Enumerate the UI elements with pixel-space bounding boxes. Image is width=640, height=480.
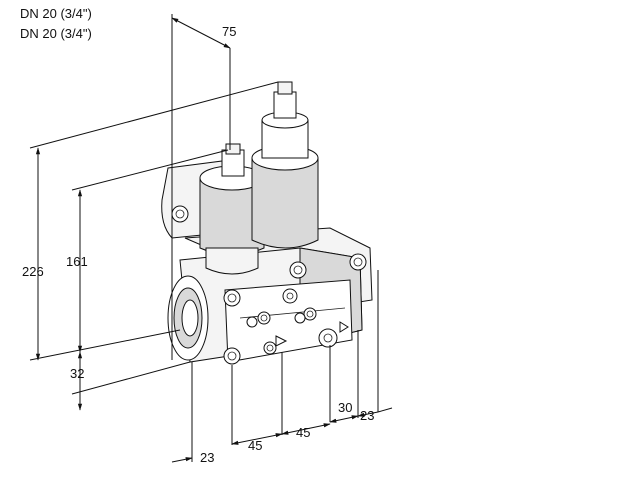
dim-45-second: 45 [296, 425, 310, 440]
dim-161: 161 [66, 254, 88, 269]
dim-23-right: 23 [360, 408, 374, 423]
solenoid-coil-1 [199, 143, 265, 275]
solenoid-coil-2 [251, 81, 319, 249]
dim-32: 32 [70, 366, 84, 381]
dim-226: 226 [22, 264, 44, 279]
dim-23-left: 23 [200, 450, 214, 465]
dim-30: 30 [338, 400, 352, 415]
nominal-size-label-2: DN 20 (3/4") [20, 26, 92, 41]
front-fittings [223, 253, 367, 365]
valve-assembly [161, 81, 373, 365]
dim-75: 75 [222, 24, 236, 39]
dim-45-first: 45 [248, 438, 262, 453]
dimension-lines [29, 14, 393, 463]
nominal-size-label-1: DN 20 (3/4") [20, 6, 92, 21]
